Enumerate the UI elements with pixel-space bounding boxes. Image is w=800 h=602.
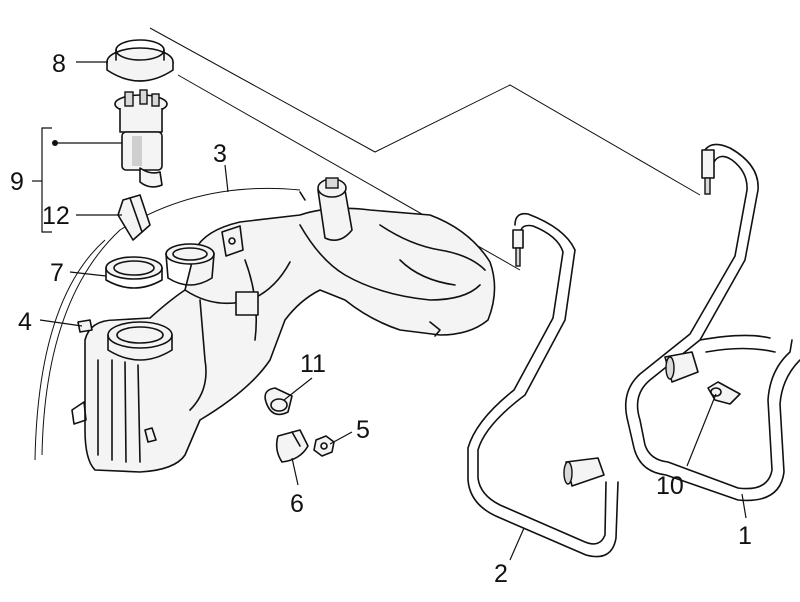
part-6-bracket: [275, 429, 309, 463]
callout-3: 3: [213, 140, 227, 168]
callout-9: 9: [10, 168, 24, 196]
part-12-pump-filter: [117, 194, 151, 241]
callout-5: 5: [356, 416, 370, 444]
callout-12: 12: [42, 202, 70, 230]
part-4-clip: [77, 319, 93, 333]
leader-lines: [39, 61, 747, 561]
bracket-9: [32, 127, 122, 233]
part-3-fuel-tank: [71, 177, 496, 473]
part-7-seal-ring: [105, 256, 163, 289]
part-9-fuel-pump-assembly: [114, 89, 168, 188]
part-8-ring-nut: [106, 39, 174, 82]
callout-6: 6: [290, 490, 304, 518]
part-5-nut: [313, 435, 335, 457]
callout-7: 7: [50, 259, 64, 287]
part-1-vent-hose: [624, 143, 800, 502]
callout-8: 8: [52, 50, 66, 78]
part-11-clamp: [264, 387, 293, 416]
part-2-vent-hose: [467, 212, 619, 558]
callout-10: 10: [656, 472, 684, 500]
callout-labels: 8 9 12 3 7 4 11 5 6 10 1 2: [10, 50, 752, 588]
callout-1: 1: [738, 522, 752, 550]
callout-4: 4: [18, 308, 32, 336]
callout-2: 2: [494, 560, 508, 588]
callout-11: 11: [300, 350, 326, 378]
